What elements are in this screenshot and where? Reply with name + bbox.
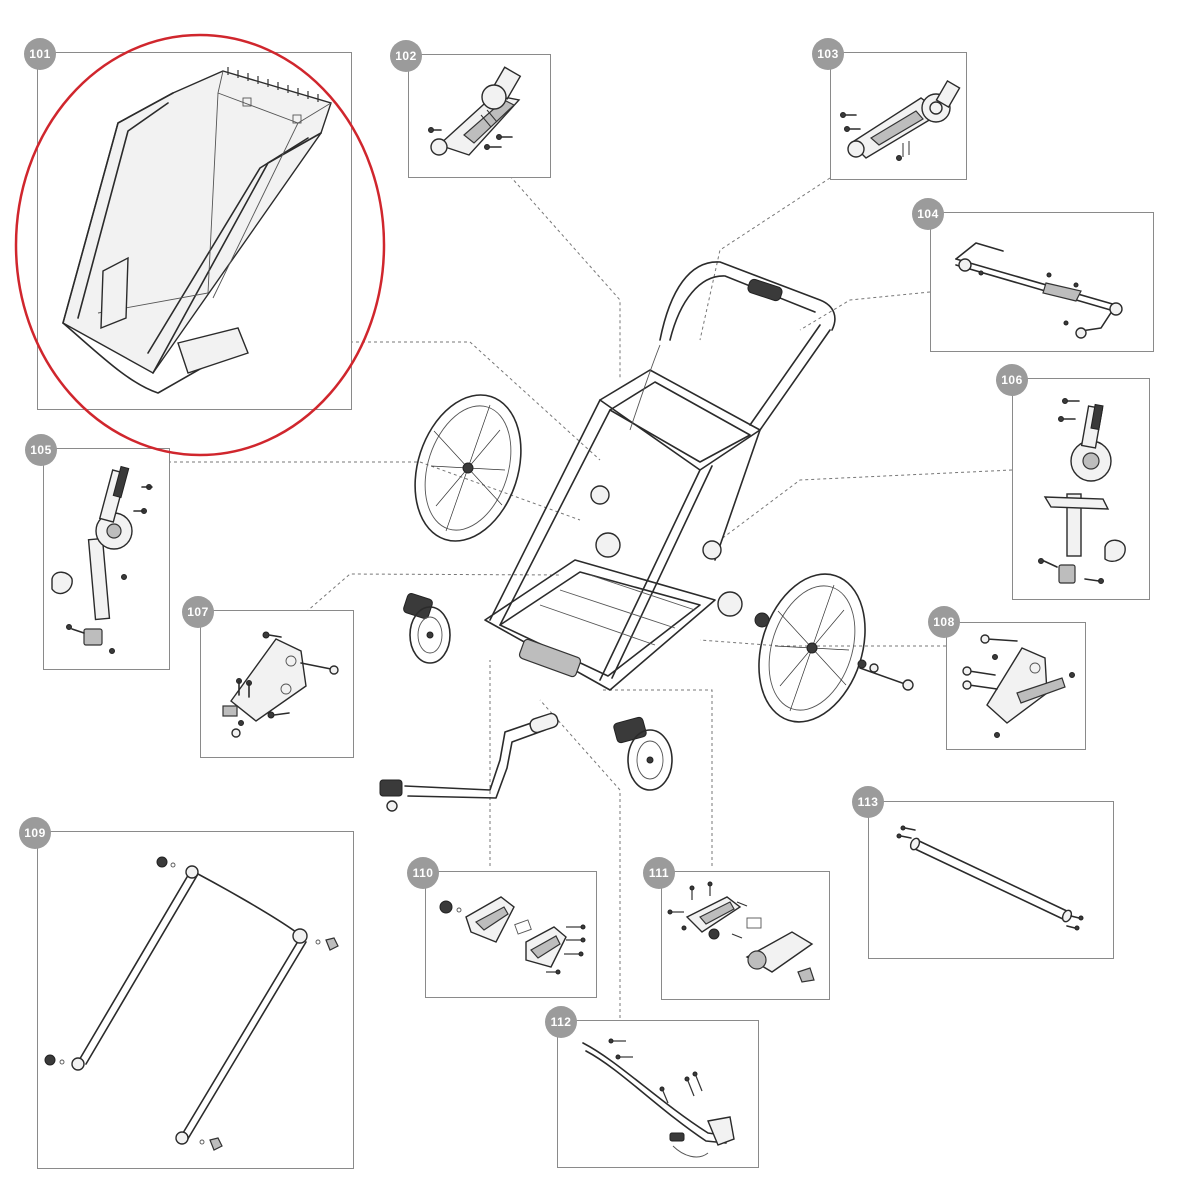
part-box-113 (868, 801, 1114, 959)
part-box-107 (200, 610, 354, 758)
part-number-112: 112 (545, 1006, 577, 1038)
part-box-103 (830, 52, 967, 180)
fold-latch-left-drawing (51, 465, 153, 654)
part-number-110: 110 (407, 857, 439, 889)
hitch-mount-drawing (667, 881, 815, 983)
part-number-106: 106 (996, 364, 1028, 396)
part-box-111 (661, 871, 830, 1000)
part-box-105 (43, 448, 170, 670)
part-number-102: 102 (390, 40, 422, 72)
handlebar-grip (747, 278, 783, 302)
front-swivel-wheel-right (613, 716, 673, 791)
part-box-109 (37, 831, 354, 1169)
part-number-107: 107 (182, 596, 214, 628)
seat-liner-drawing (62, 67, 332, 394)
part-box-106 (1012, 378, 1150, 600)
part-number-105: 105 (25, 434, 57, 466)
hinge-left-drawing (428, 66, 522, 156)
part-box-108 (946, 622, 1086, 750)
part-number-108: 108 (928, 606, 960, 638)
part-number-101: 101 (24, 38, 56, 70)
part-number-113: 113 (852, 786, 884, 818)
side-frame-tubes-drawing (44, 856, 339, 1151)
part-number-109: 109 (19, 817, 51, 849)
tow-arm-mount-drawing (439, 896, 586, 975)
brake-pedal-drawing (582, 1038, 735, 1158)
handlebar-crossbar-drawing (955, 242, 1123, 339)
part-number-111: 111 (643, 857, 675, 889)
fold-latch-right-drawing (1038, 398, 1126, 584)
axle-bracket-right-drawing (962, 634, 1075, 738)
part-box-110 (425, 871, 597, 998)
front-swivel-wheel-left (403, 593, 451, 664)
cross-tube-drawing (896, 825, 1084, 931)
rear-wheel-left (414, 394, 522, 542)
tow-arm (379, 712, 559, 812)
part-number-103: 103 (812, 38, 844, 70)
part-number-104: 104 (912, 198, 944, 230)
part-box-101 (37, 52, 352, 410)
part-box-112 (557, 1020, 759, 1168)
hinge-right-drawing (840, 80, 961, 161)
part-box-102 (408, 54, 551, 178)
part-box-104 (930, 212, 1154, 352)
axle-bracket-left-drawing (222, 631, 339, 738)
